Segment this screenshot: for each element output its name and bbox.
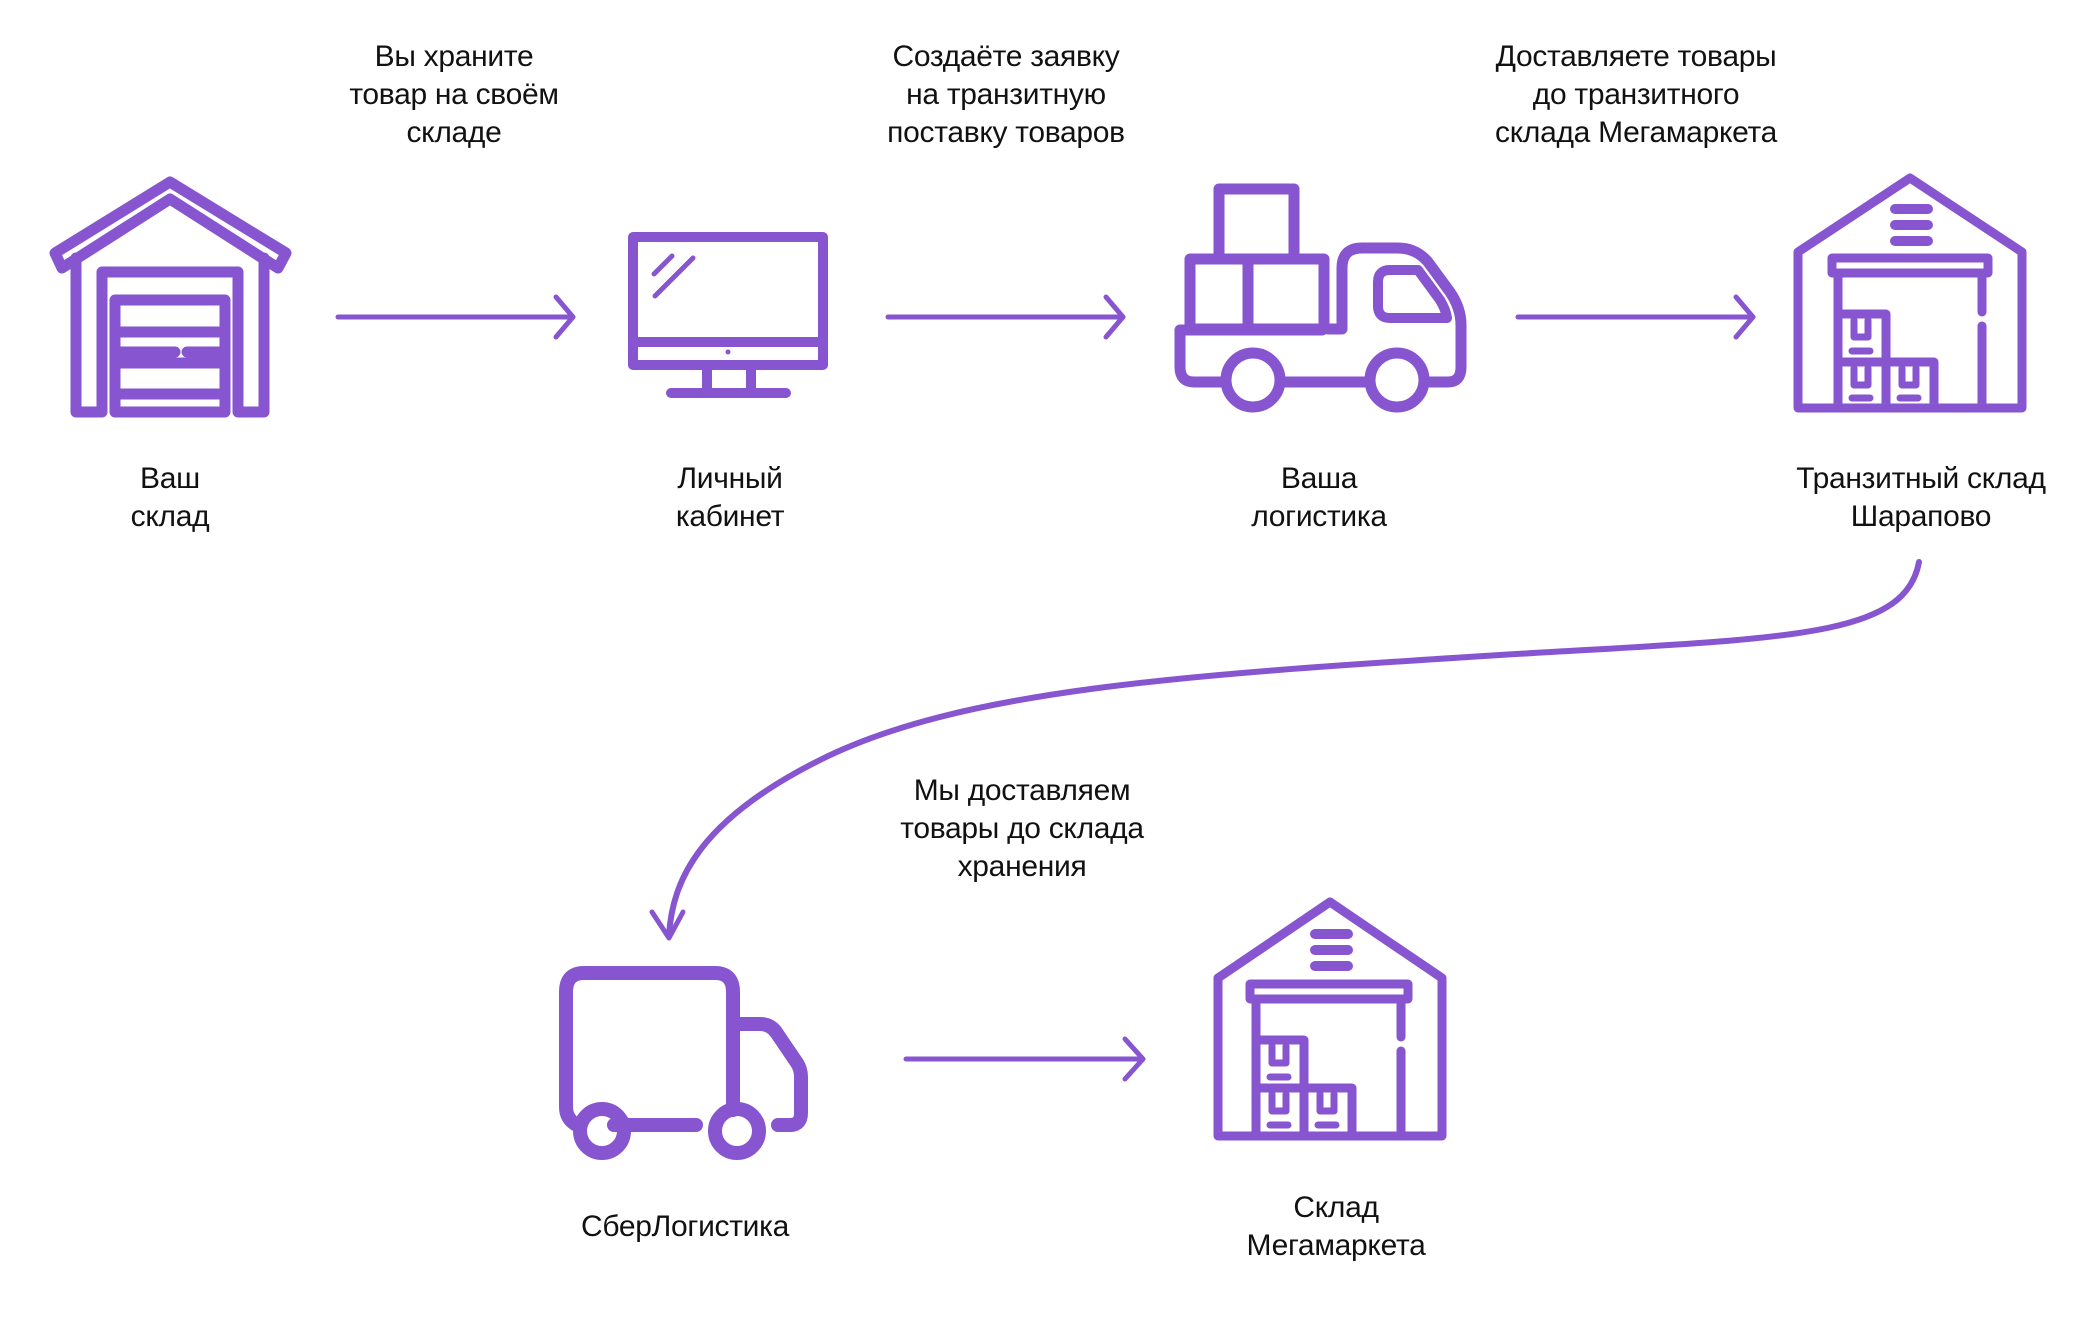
caption-line: поставку товаров [887,116,1125,149]
label-line: Транзитный склад [1796,462,2046,495]
curved-flow-arrow [649,559,1922,941]
step-caption-4: Мы доставляем товары до склада хранения [900,772,1144,886]
monitor-power-dot [725,349,731,355]
caption-line: Вы храните [374,40,534,73]
label-line: Склад [1293,1191,1379,1224]
label-line: Мегамаркета [1246,1229,1426,1262]
label-line: Личный [677,462,783,495]
caption-line: Мы доставляем [913,774,1131,807]
flow-arrow-4 [903,1036,1146,1082]
node-label-transit-warehouse: Транзитный склад Шарапово [1796,460,2046,536]
caption-line: на транзитную [906,78,1106,111]
caption-line: Доставляете товары [1495,40,1777,73]
caption-line: товары до склада [900,812,1144,845]
label-line: СберЛогистика [580,1210,790,1243]
node-label-megamarket-warehouse: Склад Мегамаркета [1247,1189,1426,1265]
step-caption-3: Доставляете товары до транзитного склада… [1495,38,1777,152]
label-line: логистика [1251,500,1387,533]
step-caption-1: Вы храните товар на своём складе [349,38,559,152]
label-line: склад [130,500,210,533]
garage-warehouse-icon [49,176,292,418]
warehouse-with-boxes-icon [1213,897,1447,1141]
label-line: Ваша [1280,462,1358,495]
flow-arrow-3 [1515,294,1756,340]
flow-arrow-2 [885,294,1126,340]
caption-line: до транзитного [1532,78,1740,111]
label-line: Ваш [140,462,200,495]
caption-line: товар на своём [349,78,559,111]
node-label-personal-account: Личный кабинет [675,460,785,536]
step-caption-2: Создаёте заявку на транзитную поставку т… [887,38,1125,152]
flow-arrow-1 [335,294,576,340]
label-line: кабинет [675,500,785,533]
node-label-your-warehouse: Ваш склад [131,460,210,536]
caption-line: складе [406,116,502,149]
caption-line: Создаёте заявку [892,40,1120,73]
caption-line: хранения [957,850,1087,883]
node-label-sberlogistics: СберЛогистика [581,1208,789,1246]
monitor-icon [628,232,828,398]
pickup-truck-with-boxes-icon [1174,183,1467,413]
label-line: Шарапово [1850,500,1992,533]
caption-line: склада Мегамаркета [1495,116,1777,149]
delivery-truck-icon [559,966,808,1160]
node-label-your-logistics: Ваша логистика [1251,460,1387,536]
warehouse-with-boxes-icon [1793,173,2027,413]
